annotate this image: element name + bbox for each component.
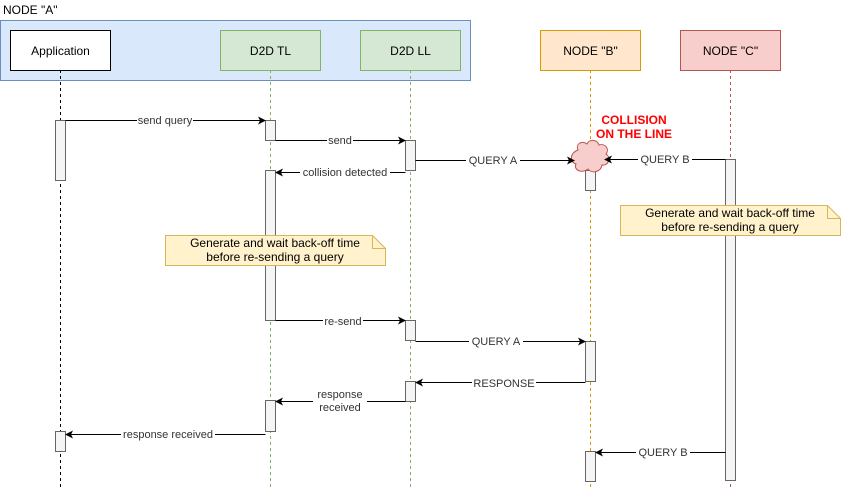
note-right-line2: before re-sending a query xyxy=(661,220,798,234)
message-query-b-2-bg xyxy=(636,446,690,459)
activation-ll-1 xyxy=(405,140,416,171)
collision-label-line1: COLLISION xyxy=(601,113,666,127)
participant-node-c xyxy=(680,30,781,71)
message-response-received-line2: received xyxy=(319,402,361,414)
note-left-line1: Generate and wait back-off time xyxy=(190,236,360,250)
participant-application xyxy=(10,30,111,71)
message-send-bg xyxy=(327,134,353,147)
message-send-query-label: send query xyxy=(138,115,193,127)
note-right-fold xyxy=(827,205,841,219)
message-re-send-bg xyxy=(323,314,363,327)
activation-tl-3 xyxy=(265,400,276,432)
node-a-group-title: NODE "A" xyxy=(3,3,58,17)
participant-tl xyxy=(220,30,321,71)
message-response-received-app-label: response received xyxy=(123,429,213,441)
message-response-received-app-bg xyxy=(121,428,215,441)
activation-application-1 xyxy=(55,120,66,181)
message-collision-detected-bg xyxy=(300,166,390,179)
message-query-a-2-bg xyxy=(469,335,523,348)
activation-node-b-1 xyxy=(585,170,596,191)
collision-cloud xyxy=(570,139,610,173)
message-query-a-1-label: QUERY A xyxy=(469,155,518,167)
message-query-b-1-bg xyxy=(638,153,692,166)
message-send-label: send xyxy=(328,135,352,147)
message-response-received-line1: response xyxy=(317,389,362,401)
activation-ll-2 xyxy=(405,320,416,341)
activation-ll-3 xyxy=(405,381,416,402)
participant-node-c-label: NODE "C" xyxy=(703,44,758,58)
message-response-label: RESPONSE xyxy=(473,378,534,390)
message-response-bg xyxy=(472,376,536,389)
message-send-query-bg xyxy=(137,114,193,127)
activation-node-b-2 xyxy=(585,341,596,382)
activation-node-b-3 xyxy=(585,451,596,482)
participant-application-label: Application xyxy=(31,44,90,58)
message-collision-detected-label: collision detected xyxy=(303,167,387,179)
participant-ll-label: D2D LL xyxy=(390,44,431,58)
activation-node-c xyxy=(725,159,736,481)
participant-tl-label: D2D TL xyxy=(250,44,291,58)
message-response-received-tl-bg xyxy=(313,388,367,415)
participant-node-b xyxy=(540,30,641,71)
message-query-b-2-label: QUERY B xyxy=(638,447,687,459)
note-left-fold xyxy=(372,235,386,249)
message-query-a-1-bg xyxy=(466,154,520,167)
collision-label-line2: ON THE LINE xyxy=(596,127,672,141)
message-query-a-2-label: QUERY A xyxy=(472,336,521,348)
participant-ll xyxy=(360,30,461,71)
activation-tl-1 xyxy=(265,120,276,141)
message-re-send-label: re-send xyxy=(324,316,361,328)
note-left-line2: before re-sending a query xyxy=(206,250,343,264)
message-query-b-1-label: QUERY B xyxy=(640,154,689,166)
note-left xyxy=(165,235,386,266)
activation-application-2 xyxy=(55,431,66,452)
participant-node-b-label: NODE "B" xyxy=(563,44,618,58)
note-right-line1: Generate and wait back-off time xyxy=(645,206,815,220)
